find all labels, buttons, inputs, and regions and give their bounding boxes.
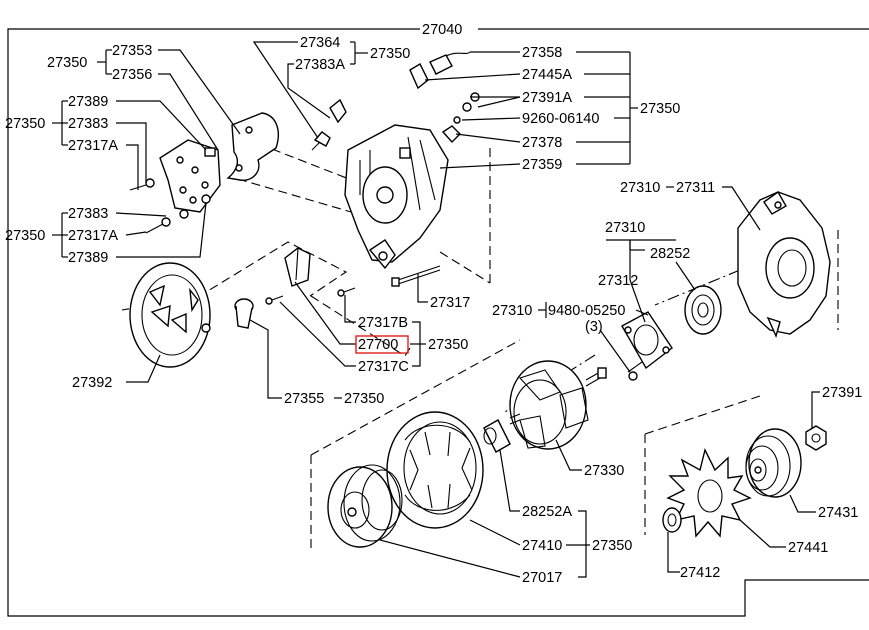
label-27312: 27312 [598,273,638,289]
label-27353: 27353 [112,43,152,59]
label-27383: 27383 [68,116,108,132]
part-labels: 27040 27350 27353 27356 27350 27389 2738… [5,22,862,586]
pulley-right-part [745,428,802,498]
label-regulator-group: 27350 [428,337,468,353]
label-27317c: 27317C [358,359,409,375]
label-27330: 27330 [584,463,624,479]
label-27040: 27040 [422,22,462,38]
diagram-frame [7,28,869,617]
fan-part [666,447,752,538]
label-right-group: 27350 [640,101,680,117]
label-lower-27317a: 27317A [68,228,118,244]
leader-lines [52,41,820,578]
label-plug-group: 27350 [344,391,384,407]
label-27391a: 27391A [522,90,572,106]
label-27311: 27311 [676,180,715,196]
label-27383a: 27383A [295,57,345,73]
label-qty-3: (3) [585,319,603,335]
label-27391: 27391 [822,385,862,401]
label-27389: 27389 [68,94,108,110]
brush-cover-part [226,112,280,181]
label-27431: 27431 [818,505,858,521]
label-27310-sub: 27310 [605,220,645,236]
label-9480-05250: 9480-05250 [548,303,625,319]
label-27355: 27355 [284,391,324,407]
rotor-part [509,360,607,450]
label-28252a: 28252A [522,504,572,520]
label-27700: 27700 [358,337,398,353]
label-27359: 27359 [522,157,562,173]
label-27441: 27441 [788,540,828,556]
label-27378: 27378 [522,135,562,151]
label-27445a: 27445A [522,67,572,83]
label-27317: 27317 [430,295,470,311]
label-lower-group: 27350 [5,228,45,244]
retainer-part [621,311,673,381]
label-lower-27389: 27389 [68,250,108,266]
label-27310-screw-group: 27310 [492,303,532,319]
label-27356: 27356 [112,67,152,83]
label-insulator-group: 27350 [370,46,410,62]
label-bracket-group: 27350 [5,116,45,132]
label-27358: 27358 [522,45,562,61]
regulator-part [265,247,356,305]
label-27412: 27412 [680,565,720,581]
pulley-left-part [327,464,403,548]
nut-part [805,425,827,451]
label-27392: 27392 [72,375,112,391]
drive-frame-part [737,190,831,339]
terminal-parts [409,51,480,144]
label-27317a: 27317A [68,138,118,154]
spacer-part [662,507,682,533]
stator-part [386,411,484,529]
label-27364: 27364 [300,35,340,51]
bearing-upper-part [684,285,722,335]
rectifier-part [159,139,221,213]
label-27410: 27410 [522,538,562,554]
label-27317b: 27317B [358,315,408,331]
rear-frame-part [344,124,449,270]
plug-part [234,298,254,329]
bearing-lower-part [483,419,511,453]
label-stator-group: 27350 [592,538,632,554]
highlight-27700 [355,335,409,354]
label-9260-06140: 9260-06140 [522,111,599,127]
through-bolt-part [391,265,441,287]
label-brush-group: 27350 [47,55,87,71]
label-27017: 27017 [522,570,562,586]
label-28252: 28252 [650,246,690,262]
label-lower-27383: 27383 [68,206,108,222]
label-27310-drive: 27310 [620,180,660,196]
rear-cover-part [129,262,211,368]
